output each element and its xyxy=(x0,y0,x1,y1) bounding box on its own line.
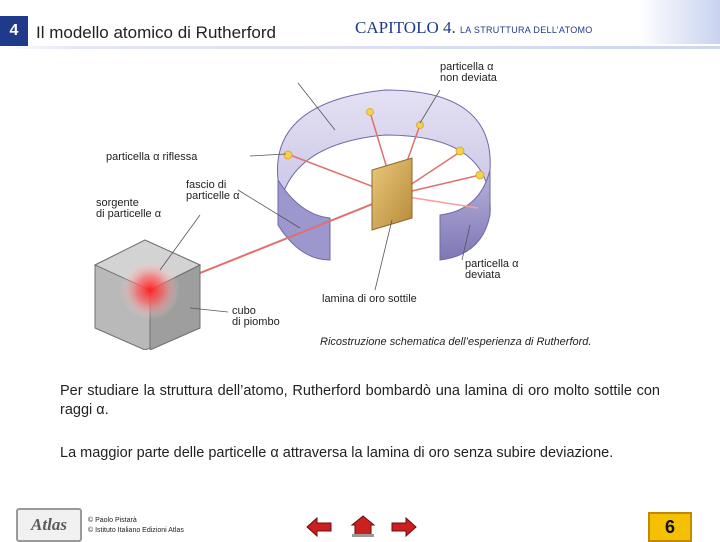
chapter-label: CAPITOLO 4. xyxy=(355,18,456,37)
detector-screen-ring xyxy=(276,89,491,261)
credit-publisher: © Istituto Italiano Edizioni Atlas xyxy=(88,527,184,534)
credits: © Paolo Pistarà © Istituto Italiano Ediz… xyxy=(88,516,184,536)
impact-flashes xyxy=(283,108,485,180)
rutherford-experiment-diagram: particella α non deviata particella α ri… xyxy=(93,61,519,350)
credit-author: © Paolo Pistarà xyxy=(88,517,137,524)
page-title: Il modello atomico di Rutherford xyxy=(36,23,277,42)
label-gold-foil: lamina di oro sottile xyxy=(322,293,417,305)
page-number-badge: 6 xyxy=(648,512,692,542)
body-paragraph-2: La maggior parte delle particelle α attr… xyxy=(60,445,614,461)
label-alpha-source-2: di particelle α xyxy=(96,208,162,220)
chapter-heading: CAPITOLO 4. LA STRUTTURA DELL’ATOMO xyxy=(355,18,593,38)
label-particle-undeviated-1: particella α xyxy=(440,61,494,73)
body-paragraph-1: Per studiare la struttura dell’atomo, Ru… xyxy=(60,383,660,418)
slide-number-badge: 4 xyxy=(0,16,28,46)
previous-arrow-icon[interactable] xyxy=(305,516,333,538)
next-arrow-icon[interactable] xyxy=(390,516,418,538)
header-divider xyxy=(0,46,720,49)
gold-foil xyxy=(371,157,413,231)
lead-cube xyxy=(93,239,202,350)
atlas-logo: Atlas xyxy=(16,508,82,542)
label-alpha-source-1: sorgente xyxy=(96,197,139,209)
label-particle-undeviated-2: non deviata xyxy=(440,72,498,84)
label-alpha-beam-1: fascio di xyxy=(186,179,226,191)
diagram-caption: Ricostruzione schematica dell’esperienza… xyxy=(320,336,592,348)
header-corner-decoration xyxy=(638,0,720,44)
label-lead-cube-2: di piombo xyxy=(232,316,280,328)
label-particle-deviated-1: particella α xyxy=(465,258,519,270)
label-lead-cube-1: cubo xyxy=(232,305,256,317)
home-icon[interactable] xyxy=(350,514,376,538)
label-leaders xyxy=(159,82,471,313)
label-alpha-beam-2: particelle α xyxy=(186,190,240,202)
label-particle-deviated-2: deviata xyxy=(465,269,501,281)
label-particle-reflected: particella α riflessa xyxy=(106,151,198,163)
chapter-subtitle: LA STRUTTURA DELL’ATOMO xyxy=(460,25,593,35)
